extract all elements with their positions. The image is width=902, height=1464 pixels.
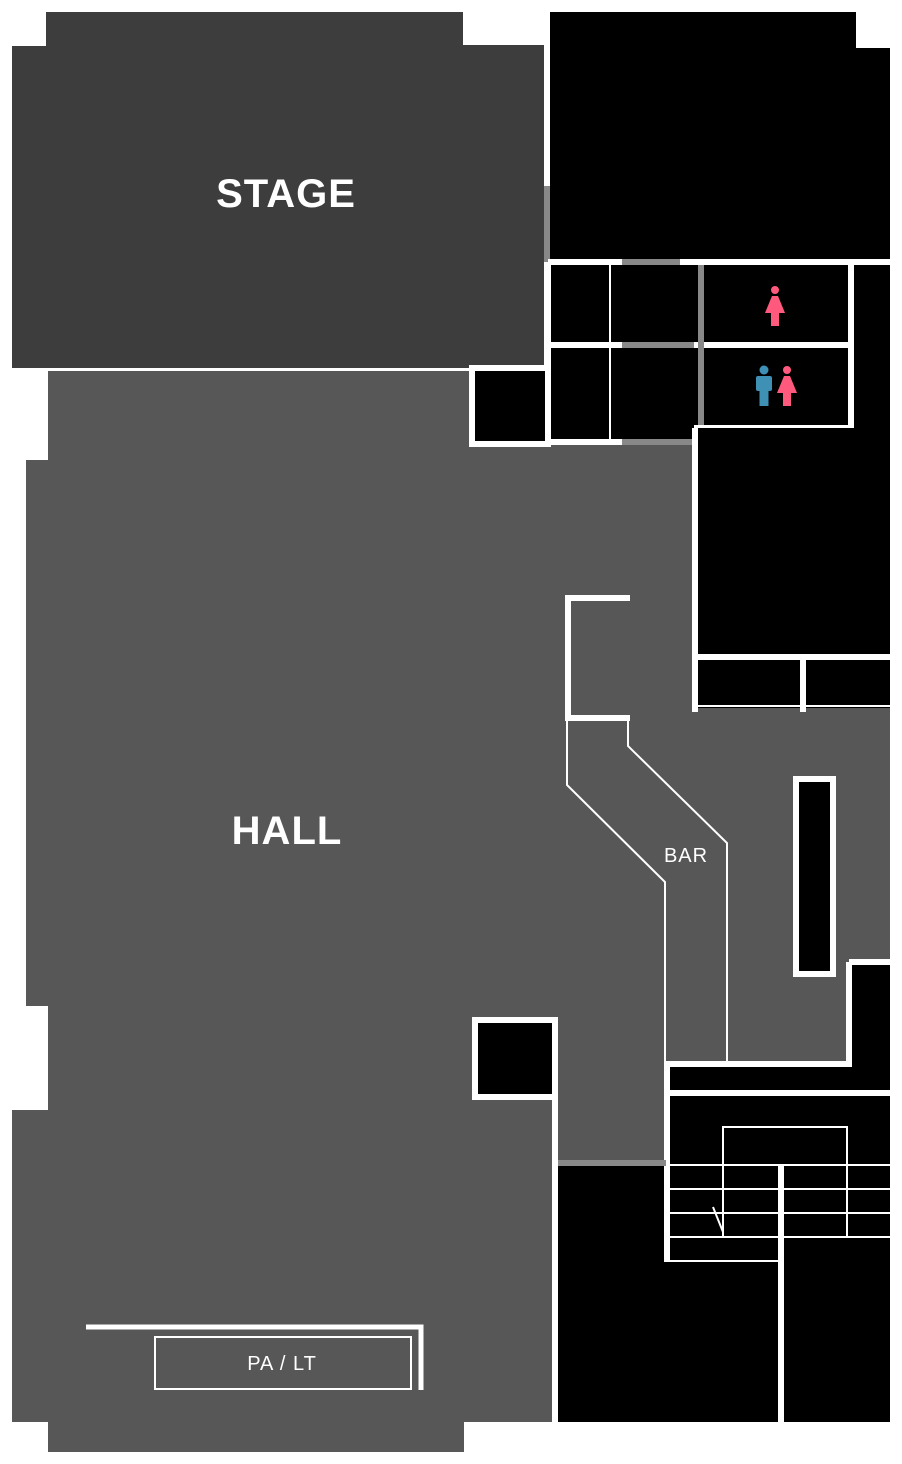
pillar [472, 1017, 558, 1100]
green-room [692, 428, 890, 712]
backstage-rooms [469, 12, 890, 447]
bar-counter [793, 776, 836, 977]
pa-lt-label: PA / LT [247, 1353, 317, 1375]
pa-lt-booth[interactable] [86, 1324, 424, 1390]
backstage-door [544, 186, 550, 262]
stage-label: STAGE [216, 172, 356, 216]
bar-label: BAR [664, 845, 708, 867]
female-restroom-icon [765, 286, 785, 326]
unisex-restroom-icon [756, 365, 797, 406]
bar-area[interactable] [565, 595, 836, 1062]
hall-area[interactable] [12, 369, 890, 1452]
stairwell [552, 959, 890, 1422]
stage-area[interactable] [12, 12, 544, 368]
hall-label: HALL [232, 809, 343, 853]
storage-room [469, 365, 551, 447]
